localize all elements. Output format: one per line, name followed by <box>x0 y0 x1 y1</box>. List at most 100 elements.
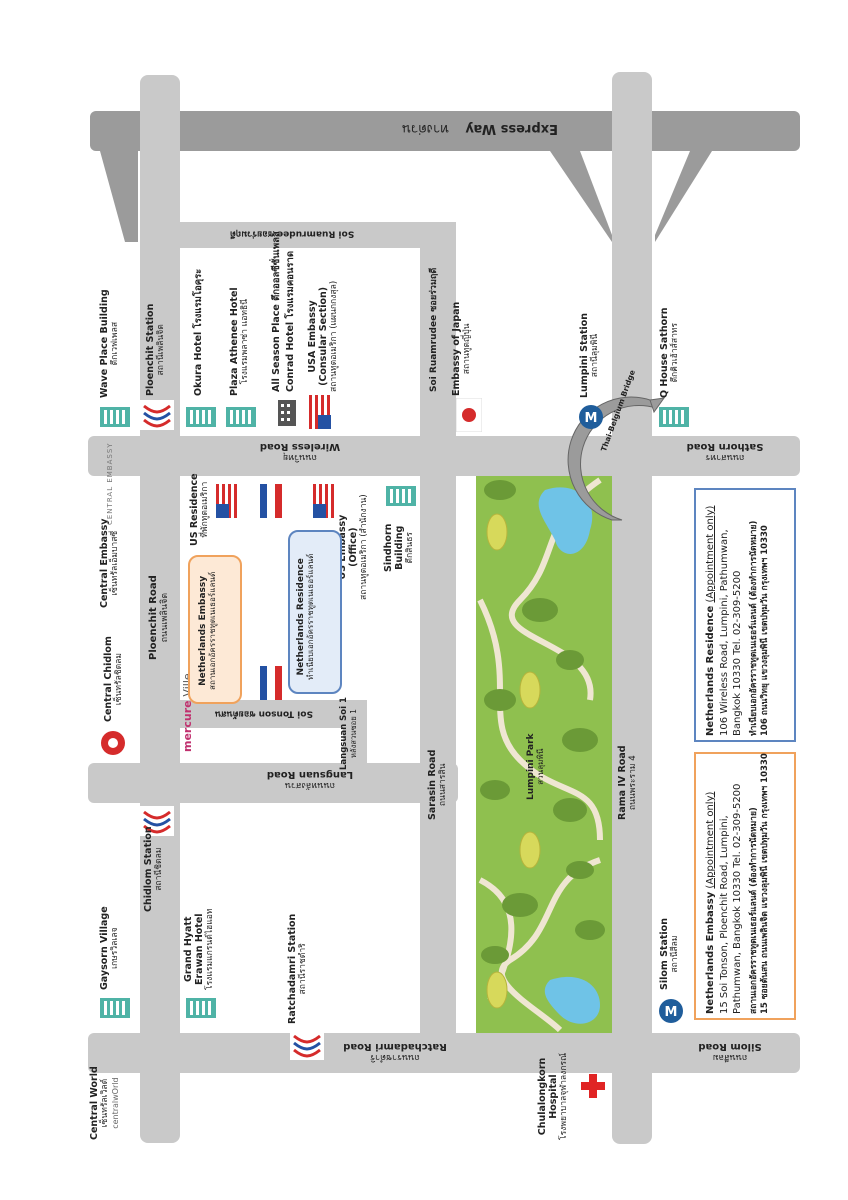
plaza-athenee-name-th: โรงแรมพลาซ่า แอทธินี <box>239 298 250 385</box>
chidlom-station-label: Chidlom Station สถานีชิดลม <box>143 826 165 912</box>
grand-hyatt-name: Grand Hyatt <box>183 916 194 982</box>
ratchadamri-silom-road <box>88 1033 800 1073</box>
central-chidlom-name-th: เซ็นทรัลชิดลม <box>113 652 124 706</box>
central-embassy-label: Central Embassy เซ็นทรัลเอ็มบาสซี่ <box>99 518 121 608</box>
ploenchit-station-name-th: สถานีเพลินจิต <box>155 324 166 376</box>
soi-ruamrudee-top-name: Soi Ruamrudee ซอยร่วมฤดี <box>230 228 355 239</box>
building-icon <box>186 998 216 1018</box>
lumpini-park-name-th: สวนลุมพินี <box>535 748 546 785</box>
ratchadamri-station-name: Ratchadamri Station <box>287 913 298 1024</box>
central-embassy-name: Central Embassy <box>99 518 110 608</box>
hedge <box>519 831 541 869</box>
silom-road-label: ถนนสีลม Silom Road <box>690 1040 770 1062</box>
lumpini-park-label: Lumpini Park สวนลุมพินี <box>526 733 546 800</box>
tree <box>553 798 587 822</box>
central-chidlom-logo-icon <box>101 731 125 755</box>
wave-place-name: Wave Place Building <box>99 289 110 398</box>
lumpini-station-label: Lumpini Station สถานีลุมพินี <box>579 313 601 398</box>
q-house-name-th: ตึกคิวเฮ้าส์สาทร <box>669 322 680 383</box>
hedge <box>519 671 541 709</box>
building-icon <box>186 407 216 427</box>
expressway-label: Express Way ทางด่วน <box>380 120 580 136</box>
usa-embassy-consular-label: USA Embassy (Consular Section) สถานทูตอเ… <box>307 281 340 392</box>
bridge-arrow <box>649 397 666 414</box>
us-residence-name-th: ที่พักทูตอเมริกา <box>199 481 210 538</box>
soi-tonson-road <box>180 700 365 728</box>
bts-icon <box>140 806 174 836</box>
residence-info-text: Netherlands Residence (Appointment only)… <box>704 506 771 736</box>
tree <box>575 920 605 940</box>
sarasin-road-name-th: ถนนสารสิน <box>437 763 448 807</box>
embassy-info-box <box>694 752 796 1020</box>
mrt-icon: M <box>579 405 603 429</box>
wireless-road-label: ถนนวิทยุ Wireless Road <box>250 440 350 462</box>
embassy-info-address-1: 15 Soi Tonson, Ploenchit Road, Lumpini, <box>718 815 730 1014</box>
us-residence-label: US Residence ที่พักทูตอเมริกา <box>189 473 211 546</box>
wireless-sathorn-road <box>88 436 800 476</box>
tree <box>502 893 538 917</box>
tree <box>480 780 510 800</box>
okura-name: Okura Hotel โรงแรมโอคุระ <box>193 268 204 396</box>
residence-info-thai-2: 106 ถนนวิทยุ แขวงลุมพินี เขตปทุมวัน กรุง… <box>759 525 770 736</box>
central-chidlom-name: Central Chidlom <box>103 636 114 722</box>
grand-hyatt-label: Grand Hyatt Erawan Hotel โรงแรมแกรนด์ไฮแ… <box>183 908 216 990</box>
wireless-road-name: Wireless Road <box>259 440 341 452</box>
us-residence-name: US Residence <box>189 473 200 546</box>
central-embassy-name-th: เซ็นทรัลเอ็มบาสซี่ <box>109 530 120 596</box>
langsuan-road-label: ถนนหลังสวน Langsuan Road <box>255 768 365 790</box>
chidlom-station-name-th: สถานีชิดลม <box>153 847 164 891</box>
rama4-road-name: Rama IV Road <box>617 745 628 820</box>
central-embassy-logo-text: CENTRAL EMBASSY <box>106 442 114 525</box>
building-icon <box>226 407 256 427</box>
us-flag-icon <box>216 484 238 518</box>
hedge <box>486 971 508 1009</box>
svg-text:M: M <box>585 411 598 426</box>
us-flag-icon <box>309 395 331 429</box>
soi-ruamrudee-top-label: Soi Ruamrudee ซอยร่วมฤดี <box>230 228 354 238</box>
residence-info-box <box>694 488 796 742</box>
central-chidlom-label: Central Chidlom เซ็นทรัลชิดลม <box>103 636 125 722</box>
tree <box>562 728 598 752</box>
expressway-name: Express Way <box>465 120 558 136</box>
soi-tonson-label: Soi Tonson ซอยต้นสน <box>215 708 313 718</box>
sindhorn-name-th: ตึกสินธร <box>404 532 415 564</box>
tree <box>484 480 516 500</box>
langsuan-road <box>88 763 458 803</box>
wireless-road-name-th: ถนนวิทยุ <box>283 451 318 462</box>
expressway-name-th: ทางด่วน <box>402 120 449 136</box>
svg-text:M: M <box>665 1005 678 1020</box>
ploenchit-road-name: Ploenchit Road <box>148 575 159 660</box>
park-lake-1 <box>538 487 593 554</box>
central-world-label: Central World เซ็นทรัลเวิลด์ centralwOrl… <box>89 1066 120 1140</box>
embassy-info-title: Netherlands Embassy <box>705 891 716 1014</box>
tree <box>484 689 516 711</box>
hospital-cross-icon <box>581 1074 605 1098</box>
sarasin-soi-ruamrudee-road <box>420 222 456 1042</box>
silom-road-name-th: ถนนสีลม <box>712 1051 748 1062</box>
gaysorn-name-th: เกษรวิลเลจ <box>109 927 120 969</box>
park-trees <box>480 480 605 964</box>
mercure-name: mercure <box>181 700 194 752</box>
q-house-name: Q House Sathorn <box>659 307 670 398</box>
rama4-road <box>612 72 652 1144</box>
chula-hospital-name: Chulalongkorn <box>537 1057 548 1136</box>
expressway-ramp-right <box>550 151 612 242</box>
ratchadamri-road-label: ถนนราชดำริ Ratchadamri Road <box>335 1040 455 1062</box>
tree <box>522 598 558 622</box>
us-flag-icon <box>313 484 335 518</box>
soi-ruamrudee-side-name: Soi Ruamrudee ซอยร่วมฤดี <box>429 267 439 392</box>
park-hedges <box>486 513 541 1009</box>
ploenchit-road-name-th: ถนนเพลินจิต <box>159 592 170 643</box>
q-house-label: Q House Sathorn ตึกคิวเฮ้าส์สาทร <box>659 307 681 398</box>
silom-station-name: Silom Station <box>659 918 670 990</box>
silom-station-name-th: สถานีสีลม <box>669 935 680 973</box>
embassy-japan-label: Embassy of Japan สถานทูตญี่ปุ่น <box>451 302 473 396</box>
residence-info-thai-1: ทำเนียบเอกอัครราชทูตเนเธอร์แลนด์ (ต้องทำ… <box>748 520 759 736</box>
langsuan-soi1-name-th: หลังสวนซอย 1 <box>348 708 358 759</box>
wave-place-name-th: ตึกเวฟเพลส <box>109 321 120 366</box>
soi-tonson-name: Soi Tonson ซอยต้นสน <box>215 708 313 719</box>
okura-label: Okura Hotel โรงแรมโอคุระ <box>193 268 205 396</box>
embassy-info-address-2: Pathumwan, Bangkok 10330 Tel. 02-309-520… <box>732 783 743 1014</box>
sindhorn-label: Sindhorn Building ตึกสินธร <box>383 524 416 572</box>
